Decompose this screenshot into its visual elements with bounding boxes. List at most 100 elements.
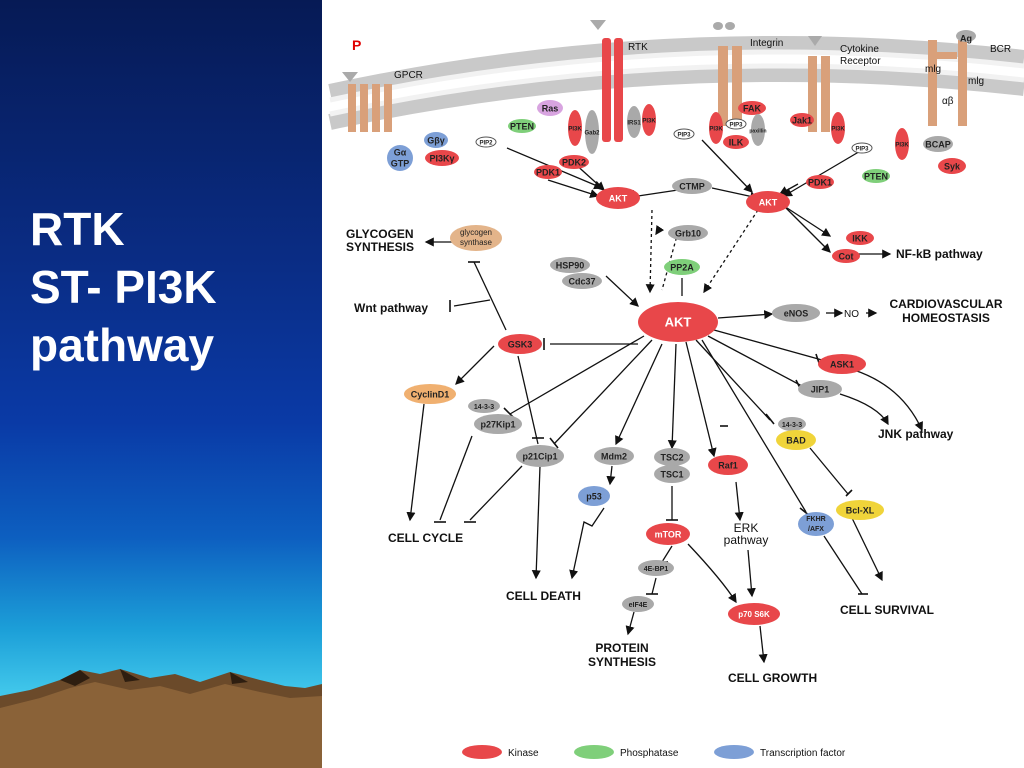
raf1-label: Raf1: [718, 460, 738, 470]
pp2a-label: PP2A: [670, 262, 694, 272]
pten-node-1: [508, 119, 536, 133]
hsp90-node: [550, 257, 590, 273]
pdk1-node-2: [806, 175, 834, 189]
14-3-3-label-2: 14-3-3: [782, 422, 802, 429]
akt-main-label: AKT: [665, 314, 692, 329]
legend-kinase-label: Kinase: [508, 748, 539, 759]
legend-phosphatase-label: Phosphatase: [620, 748, 679, 759]
pip3-label-2: PIP3: [729, 123, 743, 129]
tsc1-label: TSC1: [660, 469, 683, 479]
pdk2-node: [559, 155, 589, 169]
14-3-3-node-2: [778, 417, 806, 431]
ag-label: Ag: [960, 33, 972, 43]
ctmp-label: CTMP: [679, 181, 705, 191]
ab-label: αβ: [942, 96, 954, 107]
ilk-label: ILK: [729, 137, 744, 147]
pdk2-label: PDK2: [562, 157, 586, 167]
grb10-label: Grb10: [675, 228, 701, 238]
no-label: NO: [844, 309, 859, 320]
bcl-xl-node: [836, 500, 884, 520]
pip3-label-3: PIP3: [855, 147, 869, 153]
receptor-shapes: [342, 20, 976, 142]
gsk3-node: [498, 334, 542, 354]
bcl-xl-label: Bcl-XL: [846, 505, 875, 515]
mdm2-node: [594, 447, 634, 465]
slide-title-line-2: ST- PI3K: [30, 261, 217, 313]
p27-node: [474, 414, 522, 434]
4e-bp1-node: [638, 560, 674, 576]
mlg-label-1: mlg: [925, 64, 941, 75]
pten-label-1: PTEN: [510, 121, 534, 131]
legend-transcription-swatch: [714, 745, 754, 759]
pi3k-cytokine-node: [831, 112, 845, 144]
syk-node: [938, 158, 966, 174]
cardiovascular-label-1: CARDIOVASCULAR: [889, 297, 1002, 311]
pip3-node-1: [673, 128, 695, 140]
pip2-label: PIP2: [479, 141, 493, 147]
fkhr-label-1: FKHR: [806, 516, 825, 523]
gab2-node: [585, 110, 599, 154]
cell-death-label: CELL DEATH: [506, 589, 581, 603]
glycogen-synthesis-label-2: SYNTHESIS: [346, 240, 414, 254]
pdk1-node-1: [534, 165, 562, 179]
nf-kb-pathway-label: NF-kB pathway: [896, 247, 983, 261]
pten-label-2: PTEN: [864, 171, 888, 181]
legend-phosphatase-swatch: [574, 745, 614, 759]
eif4e-node: [622, 596, 654, 612]
enos-label: eNOS: [784, 308, 809, 318]
ilk-node: [723, 135, 749, 149]
fak-label: FAK: [743, 103, 762, 113]
pi3k-rtk-node-1: [568, 110, 582, 146]
mdm2-label: Mdm2: [601, 451, 627, 461]
mtor-label: mTOR: [655, 529, 682, 539]
legend-transcription-label: Transcription factor: [760, 748, 846, 759]
cell-cycle-label: CELL CYCLE: [388, 531, 463, 545]
slide-title: RTK ST- PI3K pathway: [30, 200, 217, 374]
g-alpha-label-2: GTP: [391, 158, 410, 168]
integrin-label: Integrin: [750, 38, 783, 49]
raf1-node: [708, 455, 748, 475]
p27-label: p27Kip1: [480, 419, 515, 429]
pip3-label-1: PIP3: [677, 133, 691, 139]
ikk-node: [846, 231, 874, 245]
cell-membrane: [328, 36, 1024, 130]
pi3k-gamma-node: [425, 150, 459, 166]
jip1-label: JIP1: [811, 384, 830, 394]
diagram-legend: Kinase Phosphatase Transcription factor: [462, 745, 846, 759]
fkhr-afx-node: [798, 512, 834, 536]
ras-label: Ras: [542, 103, 559, 113]
akt-node-2: [746, 191, 790, 213]
pi3k-integrin-node: [709, 112, 723, 144]
bcr-label: BCR: [990, 44, 1011, 55]
pdk1-label-1: PDK1: [536, 167, 560, 177]
cdc37-node: [562, 273, 602, 289]
pi3k-rtk-label-2: PI3K: [642, 119, 656, 125]
glycogen-synthase-node: [450, 225, 502, 251]
akt-main-node: [638, 302, 718, 342]
mountain-illustration: [0, 669, 322, 768]
pi3k-integrin-label: PI3K: [709, 127, 723, 133]
slide-title-panel: RTK ST- PI3K pathway: [0, 0, 322, 768]
erk-pathway-label-2: pathway: [724, 533, 769, 547]
cytokine-label-2: Receptor: [840, 56, 881, 67]
ras-node: [537, 100, 563, 116]
fak-node: [738, 101, 766, 115]
cell-growth-label: CELL GROWTH: [728, 671, 817, 685]
rtk-receptor-label: RTK: [628, 42, 648, 53]
ask1-label: ASK1: [830, 359, 854, 369]
14-3-3-label-1: 14-3-3: [474, 404, 494, 411]
fkhr-label-2: /AFX: [808, 526, 824, 533]
glycogen-synthase-label-1: glycogen: [460, 228, 492, 237]
eif4e-label: eIF4E: [629, 602, 648, 609]
pi3k-rtk-label-1: PI3K: [568, 127, 582, 133]
ikk-label: IKK: [852, 233, 868, 243]
akt-label-1: AKT: [609, 193, 628, 203]
gsk3-label: GSK3: [508, 339, 533, 349]
jak1-label: Jak1: [792, 115, 812, 125]
pathway-edges: [406, 139, 923, 664]
mtor-node: [646, 523, 690, 545]
slide-title-line-1: RTK: [30, 203, 125, 255]
cdc37-label: Cdc37: [568, 276, 595, 286]
14-3-3-node-1: [468, 399, 500, 413]
cyclind1-node: [404, 384, 456, 404]
